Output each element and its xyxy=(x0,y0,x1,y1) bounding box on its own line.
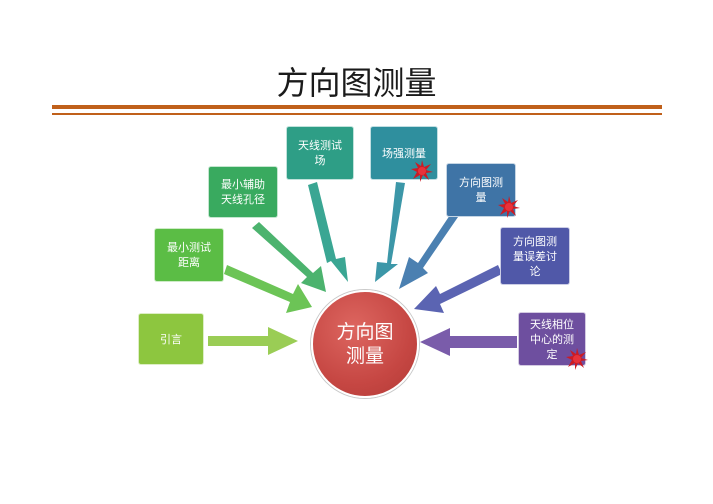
arrow-field-strength xyxy=(375,182,405,282)
node-pattern-measurement-line2: 量 xyxy=(475,191,487,204)
node-intro-text: 引言 xyxy=(160,332,182,346)
star-marker-icon xyxy=(411,160,433,182)
node-pattern-measurement-line1: 方向图测 xyxy=(459,176,503,189)
star-marker-icon xyxy=(566,348,588,370)
center-line2: 测量 xyxy=(345,345,384,367)
node-pattern-measurement: 方向图测 量 xyxy=(446,163,516,217)
node-pattern-error-line3: 论 xyxy=(529,264,541,278)
slide-title: 方向图测量 xyxy=(276,64,437,102)
title-rule-thin xyxy=(52,113,662,115)
node-phase-center-line3: 定 xyxy=(546,347,558,361)
node-antenna-test-range-line2: 场 xyxy=(314,154,326,167)
node-phase-center-line2: 中心的测 xyxy=(530,332,574,346)
title-rule-thick xyxy=(52,105,662,109)
node-field-strength-text: 场强测量 xyxy=(382,146,426,160)
node-phase-center-line1: 天线相位 xyxy=(530,317,574,331)
node-intro: 引言 xyxy=(138,313,204,365)
node-pattern-error-line2: 量误差讨 xyxy=(513,249,557,263)
node-min-test-distance: 最小测试 距离 xyxy=(154,228,224,282)
node-antenna-test-range: 天线测试 场 xyxy=(286,126,354,180)
arrow-pattern-measure xyxy=(399,212,458,289)
node-pattern-error: 方向图测 量误差讨 论 xyxy=(500,227,570,285)
arrow-aux-aperture xyxy=(252,222,326,292)
node-min-aux-aperture-line1: 最小辅助 xyxy=(221,178,265,191)
node-min-test-distance-line1: 最小测试 xyxy=(167,241,211,254)
node-min-test-distance-line2: 距离 xyxy=(178,256,200,269)
node-min-aux-aperture-line2: 天线孔径 xyxy=(221,193,265,206)
node-antenna-test-range-line1: 天线测试 xyxy=(298,139,342,152)
arrow-phase-center xyxy=(420,328,517,356)
arrow-intro xyxy=(208,327,298,355)
center-line1: 方向图 xyxy=(336,321,394,343)
center-circle: 方向图 测量 xyxy=(311,290,419,398)
node-phase-center: 天线相位 中心的测 定 xyxy=(518,312,586,366)
arrow-test-range xyxy=(308,182,348,282)
node-pattern-error-line1: 方向图测 xyxy=(513,234,557,248)
star-marker-icon xyxy=(498,196,520,218)
arrow-pattern-error xyxy=(414,265,502,313)
arrow-min-distance xyxy=(224,265,312,313)
node-min-aux-aperture: 最小辅助 天线孔径 xyxy=(208,166,278,218)
